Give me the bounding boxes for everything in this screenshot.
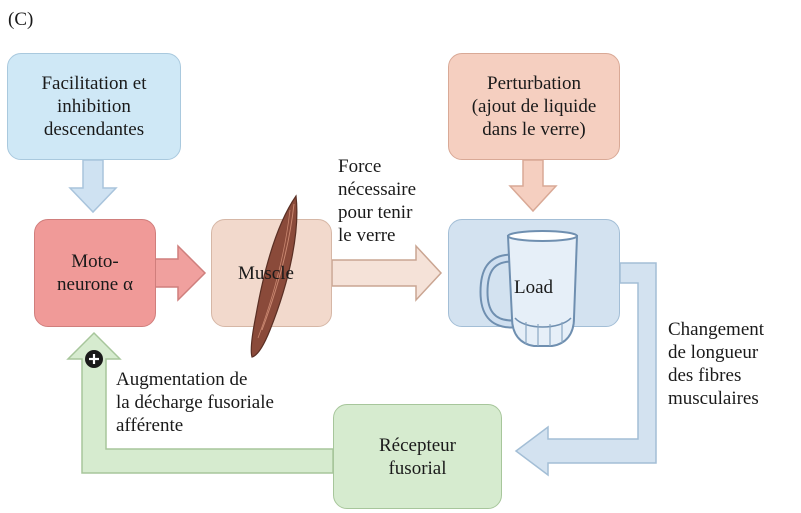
afferent-feedback-arrow [66,331,334,474]
perturbation-down-arrow [508,159,558,213]
load-text: Load [514,277,554,298]
recepteur-text: Récepteur fusorial [378,434,456,479]
augmentation-annotation: Augmentation de la décharge fusoriale af… [116,369,274,436]
length-change-arrow [514,262,657,477]
motoneurone-to-muscle-arrow [154,244,207,302]
perturbation-box: Perturbation (ajout de liquide dans le v… [448,53,620,160]
facilitation-box: Facilitation et inhibition descendantes [7,53,181,160]
muscle-text: Muscle [238,263,294,284]
facilitation-down-arrow [68,159,118,214]
force-annotation: Force nécessaire pour tenir le verre [338,156,417,246]
panel-label: (C) [8,9,34,30]
facilitation-text: Facilitation et inhibition descendantes [41,73,147,140]
perturbation-text: Perturbation (ajout de liquide dans le v… [471,73,597,140]
recepteur-box: Récepteur fusorial [333,404,502,509]
motoneurone-box: Moto- neurone α [34,219,156,327]
force-arrow [331,244,443,302]
motoneurone-text: Moto- neurone α [57,251,133,295]
changement-annotation: Changement de longueur des fibres muscul… [668,319,765,409]
